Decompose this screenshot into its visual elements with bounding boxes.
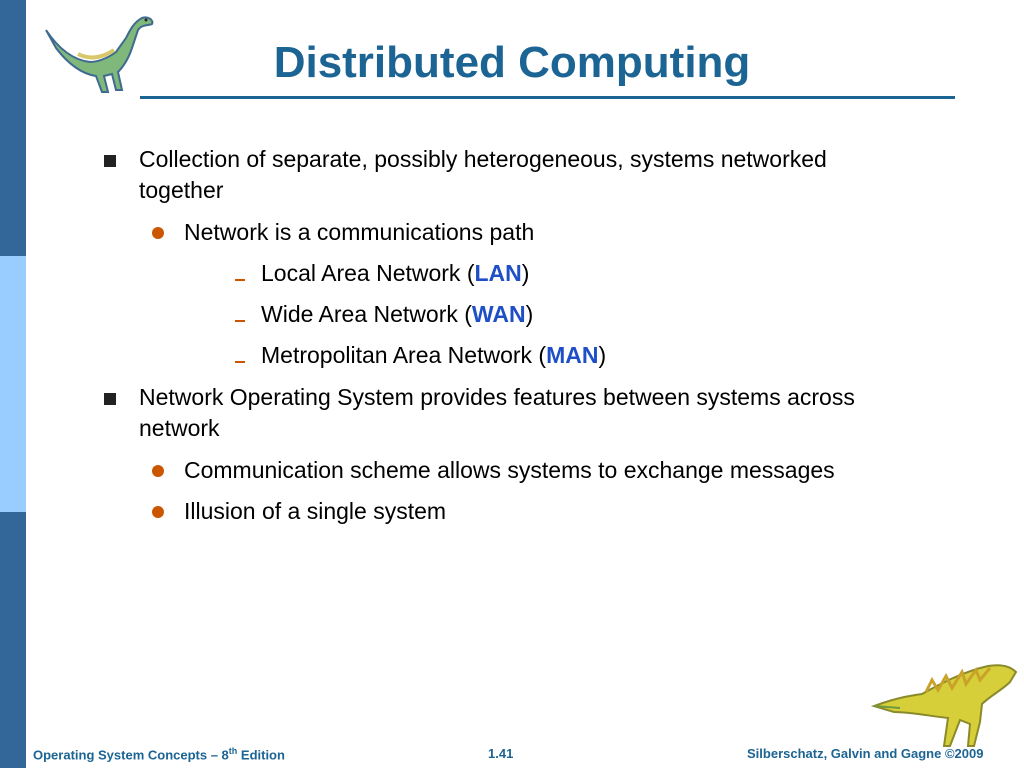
bullet-item: Collection of separate, possibly heterog… <box>139 144 827 206</box>
keyword-man: MAN <box>546 342 599 368</box>
bullet-item: Metropolitan Area Network (MAN) <box>261 340 606 371</box>
bullet-text: Local Area Network ( <box>261 260 475 286</box>
footer-copyright: Silberschatz, Galvin and Gagne ©2009 <box>747 746 984 761</box>
bullet-item: Illusion of a single system <box>184 498 447 524</box>
keyword-lan: LAN <box>474 260 522 286</box>
dash-bullet-icon <box>235 279 245 281</box>
bullet-text-suffix: ) <box>598 342 607 368</box>
dinosaur-logo-icon <box>870 664 1018 747</box>
title-underline <box>140 96 955 99</box>
bullet-item: Network Operating System provides featur… <box>139 382 855 444</box>
footer-edition: Edition <box>237 747 285 763</box>
bullet-text: Wide Area Network ( <box>261 301 472 327</box>
dash-bullet-icon <box>235 320 245 322</box>
page-number: 1.41 <box>488 746 514 761</box>
keyword-wan: WAN <box>471 301 526 327</box>
sidebar-stripe-bottom <box>0 512 26 768</box>
sidebar-stripe-top <box>0 0 26 256</box>
square-bullet-icon <box>104 393 116 405</box>
bullet-text-continued: network <box>139 415 220 441</box>
bullet-text: Collection of separate, possibly heterog… <box>139 146 827 172</box>
bullet-text: Metropolitan Area Network ( <box>261 342 547 368</box>
bullet-text: Network Operating System provides featur… <box>139 384 855 410</box>
bullet-item: Communication scheme allows systems to e… <box>184 457 835 483</box>
dinosaur-logo-icon <box>45 16 154 93</box>
bullet-text-continued: together <box>139 177 224 203</box>
footer-title: Operating System Concepts – 8 <box>33 747 229 763</box>
round-bullet-icon <box>152 465 164 477</box>
bullet-text-suffix: ) <box>525 301 534 327</box>
round-bullet-icon <box>152 506 164 518</box>
slide-title: Distributed Computing <box>273 38 751 87</box>
footer-left: Operating System Concepts – 8th Edition <box>33 746 285 762</box>
round-bullet-icon <box>152 227 164 239</box>
bullet-text-suffix: ) <box>521 260 530 286</box>
bullet-item: Local Area Network (LAN) <box>261 258 529 289</box>
footer-superscript: th <box>228 746 238 756</box>
sidebar-stripe-middle <box>0 256 26 512</box>
bullet-item: Wide Area Network (WAN) <box>261 299 533 330</box>
bullet-item: Network is a communications path <box>184 219 535 245</box>
square-bullet-icon <box>104 155 116 167</box>
dash-bullet-icon <box>235 361 245 363</box>
